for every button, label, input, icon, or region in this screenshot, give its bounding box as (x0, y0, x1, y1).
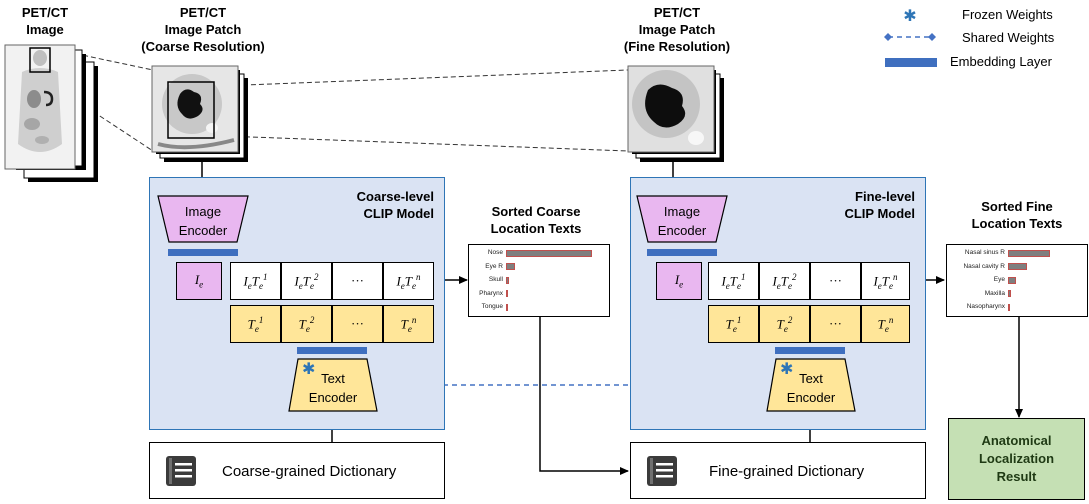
zoom-line (196, 134, 629, 152)
fine-image-encoder: Image Encoder (657, 204, 707, 238)
coarse-text-embedding-cell: Te2 (281, 305, 332, 343)
fine-text-embedding-layer (775, 347, 845, 354)
math-text: Te1 (247, 314, 264, 334)
chart-category-label: Eye R (485, 262, 503, 270)
chart-category-label: Skull (488, 276, 503, 283)
math-text: Te1 (725, 314, 742, 334)
math-text: IeTen (873, 271, 898, 291)
zoom-line (194, 69, 629, 88)
coarse-dictionary-label: Coarse-grained Dictionary (222, 463, 397, 480)
book-icon (647, 456, 677, 486)
ellipsis: ··· (829, 273, 842, 288)
coarse-dot-cell: ··· (332, 262, 383, 300)
chart-category-label: Maxilla (984, 289, 1005, 297)
chart-category-label: Nasopharynx (966, 303, 1005, 310)
coarse-dot-cell: IeTe2 (281, 262, 332, 300)
fine-dictionary-label: Fine-grained Dictionary (709, 463, 865, 480)
legend-shared-label: Shared Weights (962, 30, 1055, 45)
fine-text-embedding-cell: Te1 (708, 305, 759, 343)
book-icon (166, 456, 196, 486)
chart-bar (506, 263, 515, 270)
coarse-image-encoder-shape (157, 195, 249, 243)
fine-text-encoder: Text Encoder (786, 371, 836, 405)
legend-shared-line (884, 33, 936, 41)
fine-text-embedding-cell: ··· (810, 305, 861, 343)
coarse-dictionary: Coarse-grained Dictionary (149, 442, 445, 499)
math-text: Ie (674, 272, 684, 290)
coarse-text-embedding-cell: Ten (383, 305, 434, 343)
chart-bar (506, 276, 509, 284)
coarse-text-embedding-cell: Te1 (230, 305, 281, 343)
chart-category-label: Eye (993, 276, 1005, 283)
petct-image-stack (4, 44, 98, 182)
coarse-text-embedding-cell: ··· (332, 305, 383, 343)
legend-embedding-swatch (885, 58, 937, 67)
math-text: Ten (400, 314, 417, 334)
fine-dot-cell: ··· (810, 262, 861, 300)
math-text: IeTe2 (294, 271, 319, 291)
math-text: Ie (194, 272, 204, 290)
ellipsis: ··· (351, 316, 364, 331)
chart-category-label: Pharynx (479, 289, 503, 297)
math-text: IeTen (396, 271, 421, 291)
coarse-text-encoder-shape (288, 358, 378, 412)
legend-frozen-label: Frozen Weights (962, 7, 1053, 22)
arrow (539, 317, 629, 475)
coarse-text-encoder: Text Encoder (308, 371, 358, 405)
fine-dot-cell: IeTe1 (708, 262, 759, 300)
chart-bar (506, 290, 508, 297)
chart-category-label: Nasal cavity R (963, 262, 1005, 270)
fine-text-embedding-cell: Ten (861, 305, 910, 343)
math-text: IeTe1 (243, 271, 268, 291)
chart-bar (1008, 290, 1011, 297)
chart-bar (1008, 303, 1010, 311)
coarse-image-embedding-layer (168, 249, 238, 256)
chart-bar (506, 249, 592, 257)
fine-text-encoder-shape (766, 358, 856, 412)
fine-patch-stack (627, 65, 724, 162)
chart-bar (506, 303, 508, 311)
coarse-image-embedding-cell: Ie (176, 262, 222, 300)
fine-dictionary: Fine-grained Dictionary (630, 442, 926, 499)
chart-category-label: Nose (487, 249, 503, 256)
math-text: Te2 (776, 314, 793, 334)
chart-category-label: Nasal sinus R (964, 249, 1005, 256)
ellipsis: ··· (351, 273, 364, 288)
fine-text-embedding-cell: Te2 (759, 305, 810, 343)
coarse-patch-stack (151, 65, 248, 162)
asterisk-icon: ✱ (903, 8, 917, 25)
math-text: Te2 (298, 314, 315, 334)
math-text: Ten (877, 314, 894, 334)
legend-embedding-label: Embedding Layer (950, 54, 1052, 69)
coarse-dot-cell: IeTe1 (230, 262, 281, 300)
fine-dot-cell: IeTen (861, 262, 910, 300)
ellipsis: ··· (829, 316, 842, 331)
coarse-image-encoder: Image Encoder (178, 204, 228, 238)
asterisk-icon: ✱ (780, 361, 794, 378)
chart-bar (1008, 263, 1027, 270)
fine-image-encoder-shape (636, 195, 728, 243)
chart-bar (1008, 276, 1017, 284)
coarse-dot-cell: IeTen (383, 262, 434, 300)
chart-category-label: Tongue (481, 303, 503, 310)
asterisk-icon: ✱ (302, 361, 316, 378)
math-text: IeTe1 (721, 271, 746, 291)
chart-bar (1008, 249, 1050, 257)
fine-image-embedding-cell: Ie (656, 262, 702, 300)
coarse-text-embedding-layer (297, 347, 367, 354)
math-text: IeTe2 (772, 271, 797, 291)
fine-image-embedding-layer (647, 249, 717, 256)
fine-dot-cell: IeTe2 (759, 262, 810, 300)
